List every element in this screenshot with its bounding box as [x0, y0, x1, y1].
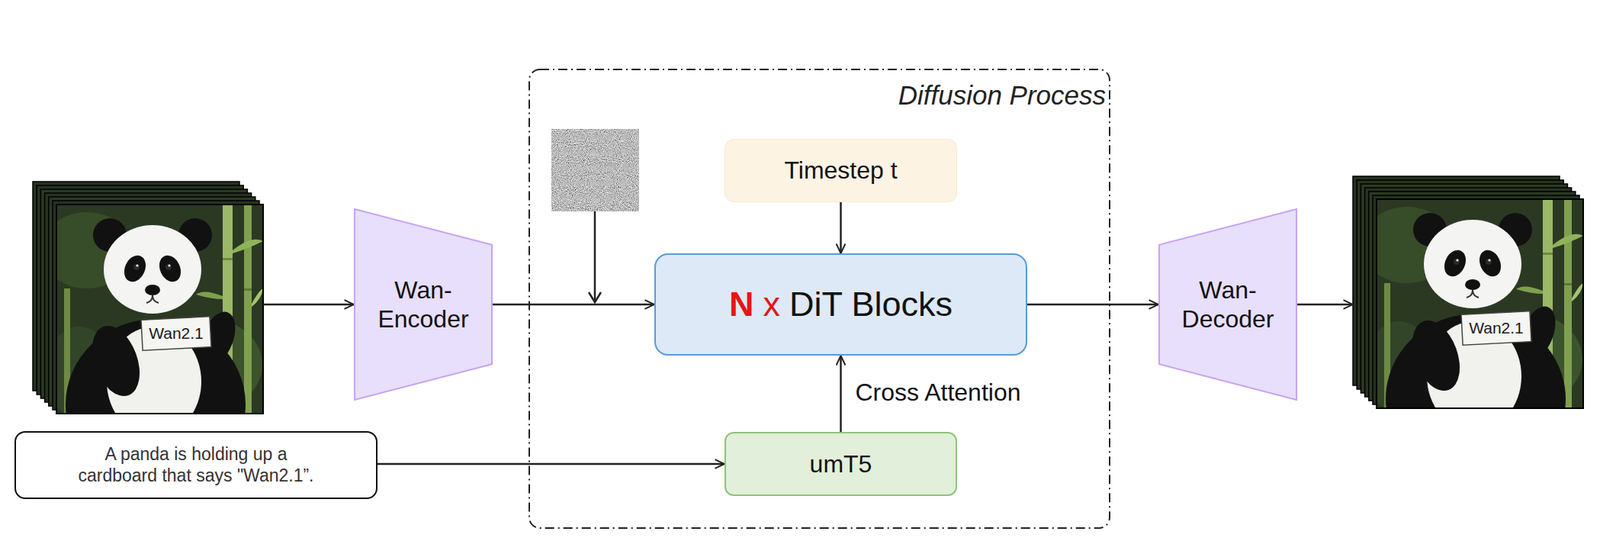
input-video-frames: Wan2.1 — [32, 181, 264, 414]
trapezoid-shape — [1159, 208, 1297, 400]
decoder-trapezoid: Wan- Decoder — [1158, 208, 1298, 401]
decoder-label: Wan- Decoder — [1170, 275, 1286, 335]
video-frames-output — [1352, 176, 1584, 485]
region-title: Diffusion Process — [528, 79, 1111, 112]
timestep-box: Timestep t — [724, 138, 958, 203]
trapezoid-outline — [353, 208, 493, 401]
block-label: DiT Blocks — [789, 283, 953, 325]
block-count: N — [729, 283, 755, 325]
arrow-connector — [492, 303, 655, 306]
sign-text: Wan2.1 — [1468, 318, 1524, 338]
text-encoder-label: umT5 — [809, 449, 873, 479]
timestep-label: Timestep t — [783, 155, 897, 185]
trapezoid-outline — [1158, 208, 1298, 401]
arrow-connector — [377, 462, 725, 466]
arrow-connector — [263, 303, 354, 306]
output-video-frames: Wan2.1 — [1352, 176, 1584, 411]
edge-label: Cross Attention — [853, 377, 1024, 407]
arrow-connector — [839, 355, 842, 432]
encoder-label: Wan- Encoder — [366, 275, 481, 335]
encoder-trapezoid: Wan- Encoder — [353, 208, 493, 401]
dit-block-box: NxDiT Blocks — [654, 253, 1028, 356]
prompt-box: A panda is holding up a cardboard that s… — [14, 430, 378, 499]
text-encoder-box: umT5 — [724, 431, 958, 496]
prompt-text: A panda is holding up a cardboard that s… — [70, 443, 322, 486]
region-border — [529, 69, 1110, 528]
trapezoid-shape — [354, 208, 492, 400]
arrow-connector — [1027, 303, 1159, 306]
edge-label-anchor: Cross Attention — [0, 0, 171, 29]
noise-arrow — [588, 211, 601, 303]
multiply-sign: x — [762, 283, 781, 325]
noise-image — [551, 128, 640, 212]
diffusion-region: Diffusion ProcessTimestep t NxDiT Blocks u… — [528, 68, 1111, 529]
arrow-connector — [839, 202, 842, 254]
sign-text: Wan2.1 — [148, 323, 204, 343]
arrow-connector — [1297, 303, 1353, 306]
